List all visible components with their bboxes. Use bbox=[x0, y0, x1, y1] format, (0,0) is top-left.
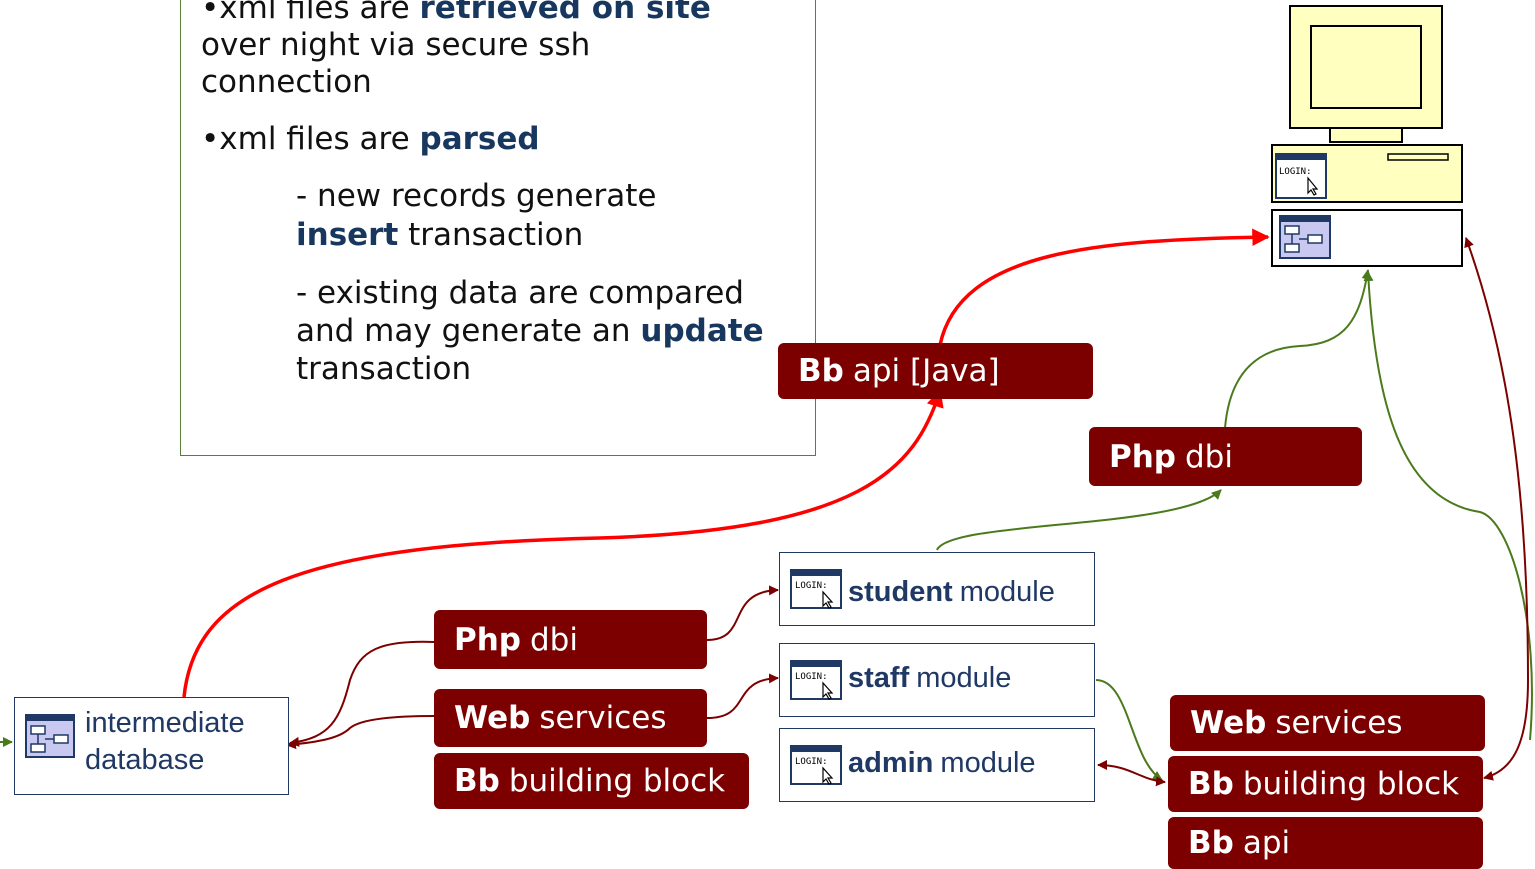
arrow-admin-building-block bbox=[1097, 760, 1166, 787]
arrow-php-dbi-db bbox=[289, 640, 435, 747]
flowchart-window-icon bbox=[1279, 215, 1331, 259]
arrow-building-block-to-server bbox=[1363, 271, 1533, 741]
arrow-bb-api-to-server bbox=[938, 228, 1270, 346]
notes-line-5: - new records generate bbox=[296, 178, 657, 214]
process-notes-box: •xml files are retrieved on site over ni… bbox=[180, 0, 816, 456]
login-window-icon: LOGIN: bbox=[790, 745, 842, 785]
database-label-line-2: database bbox=[85, 744, 205, 776]
login-label: LOGIN: bbox=[795, 672, 828, 682]
login-window-icon: LOGIN: bbox=[790, 660, 842, 700]
arrow-db-to-bb-api bbox=[182, 389, 944, 698]
arrow-web-services-db bbox=[286, 715, 435, 750]
database-label: intermediate database bbox=[85, 705, 245, 779]
login-label: LOGIN: bbox=[1279, 167, 1312, 177]
notes-line-9: transaction bbox=[296, 351, 472, 387]
login-label: LOGIN: bbox=[795, 757, 828, 767]
notes-line-8: and may generate an update bbox=[296, 313, 764, 349]
notes-line-2: over night via secure ssh bbox=[201, 27, 591, 63]
flowchart-window-icon bbox=[25, 714, 75, 758]
notes-line-4: •xml files are parsed bbox=[201, 121, 540, 157]
notes-line-7: - existing data are compared bbox=[296, 275, 744, 311]
computer-icon: LOGIN: bbox=[1271, 5, 1463, 267]
login-label: LOGIN: bbox=[795, 581, 828, 591]
arrow-web-services-to-staff bbox=[706, 673, 779, 719]
notes-line-1: •xml files are retrieved on site bbox=[201, 0, 711, 26]
arrow-building-block-server bbox=[1464, 237, 1530, 781]
intermediate-database-box: intermediate database bbox=[14, 697, 289, 795]
arrow-php-dbi-to-server bbox=[1224, 269, 1372, 429]
notes-line-6: insert transaction bbox=[296, 217, 584, 253]
arrow-student-to-php-dbi bbox=[936, 489, 1222, 551]
database-label-line-1: intermediate bbox=[85, 707, 245, 739]
login-window-icon: LOGIN: bbox=[790, 569, 842, 609]
login-window-icon: LOGIN: bbox=[1275, 153, 1327, 199]
arrow-php-dbi-to-student bbox=[706, 585, 779, 641]
notes-line-3: connection bbox=[201, 64, 372, 100]
